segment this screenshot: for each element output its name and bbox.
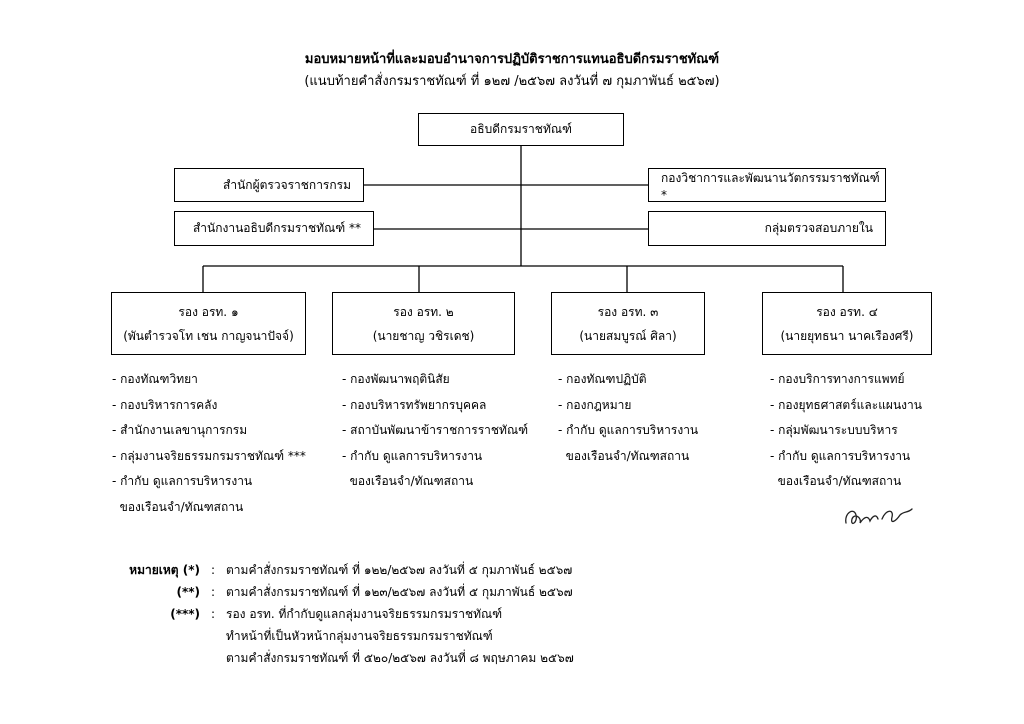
list-item: - กองทัณฑปฏิบัติ — [558, 372, 647, 386]
deputy-name: (นายสมบูรณ์ ศิลา) — [579, 328, 677, 343]
note-row-3: (***) : รอง อรท. ที่กำกับดูแลกลุ่มงานจริ… — [112, 603, 574, 625]
deputy-4-responsibilities: - กองบริการทางการแพทย์ - กองยุทธศาสตร์แล… — [770, 367, 922, 495]
director-general-box: อธิบดีกรมราชทัณฑ์ — [418, 113, 624, 146]
note-row-2: (**) : ตามคำสั่งกรมราชทัณฑ์ ที่ ๑๒๓/๒๕๖๗… — [112, 581, 574, 603]
note-text: ทำหน้าที่เป็นหัวหน้ากลุ่มงานจริยธรรมกรมร… — [226, 629, 493, 643]
page-subtitle: (แนบท้ายคำสั่งกรมราชทัณฑ์ ที่ ๑๒๗ /๒๕๖๗ … — [304, 74, 720, 89]
notes-section: หมายเหตุ (*) : ตามคำสั่งกรมราชทัณฑ์ ที่ … — [112, 559, 574, 669]
note-label: หมายเหตุ (*) — [129, 563, 200, 577]
note-row-3-cont: ทำหน้าที่เป็นหัวหน้ากลุ่มงานจริยธรรมกรมร… — [112, 625, 574, 647]
note-text: รอง อรท. ที่กำกับดูแลกลุ่มงานจริยธรรมกรม… — [226, 607, 503, 621]
list-item: ของเรือนจำ/ทัณฑสถาน — [770, 474, 902, 488]
deputy-box-4: รอง อรท. ๔ (นายยุทธนา นาคเรืองศรี) — [762, 292, 932, 355]
dg-office-label: สำนักงานอธิบดีกรมราชทัณฑ์ ** — [192, 221, 361, 235]
list-item: - กองบริหารทรัพยากรบุคคล — [342, 397, 487, 412]
deputy-2-responsibilities: - กองพัฒนาพฤตินิสัย - กองบริหารทรัพยากรบ… — [342, 367, 528, 495]
note-row-1: หมายเหตุ (*) : ตามคำสั่งกรมราชทัณฑ์ ที่ … — [112, 559, 574, 581]
internal-audit-box: กลุ่มตรวจสอบภายใน — [648, 211, 886, 246]
dg-office-box: สำนักงานอธิบดีกรมราชทัณฑ์ ** — [174, 211, 374, 246]
list-item: - กองบริหารการคลัง — [112, 397, 218, 412]
deputy-3-responsibilities: - กองทัณฑปฏิบัติ - กองกฎหมาย - กำกับ ดูแ… — [558, 367, 698, 469]
list-item: - กองบริการทางการแพทย์ — [770, 372, 905, 386]
note-colon: : — [210, 607, 216, 621]
academic-division-box: กองวิชาการและพัฒนานวัตกรรมราชทัณฑ์ * — [648, 168, 886, 202]
deputy-name: (พันตำรวจโท เชน กาญจนาปัจจ์) — [123, 328, 294, 343]
list-item: ของเรือนจำ/ทัณฑสถาน — [558, 448, 690, 463]
signature — [845, 508, 913, 525]
inspector-office-box: สำนักผู้ตรวจราชการกรม — [174, 168, 364, 202]
list-item: - กำกับ ดูแลการบริหารงาน — [770, 448, 911, 463]
note-row-3-cont: ตามคำสั่งกรมราชทัณฑ์ ที่ ๕๒๐/๒๕๖๗ ลงวันท… — [112, 647, 574, 669]
list-item: ของเรือนจำ/ทัณฑสถาน — [342, 474, 474, 488]
note-text: ตามคำสั่งกรมราชทัณฑ์ ที่ ๑๒๓/๒๕๖๗ ลงวันท… — [226, 585, 573, 599]
list-item: - กำกับ ดูแลการบริหารงาน — [558, 423, 699, 437]
deputy-1-responsibilities: - กองทัณฑวิทยา - กองบริหารการคลัง - สำนั… — [112, 367, 306, 520]
list-item: - กลุ่มงานจริยธรรมกรมราชทัณฑ์ *** — [112, 448, 306, 463]
deputy-title: รอง อรท. ๔ — [816, 304, 878, 319]
page-title: มอบหมายหน้าที่และมอบอำนาจการปฏิบัติราชกา… — [304, 52, 720, 67]
academic-division-label: กองวิชาการและพัฒนานวัตกรรมราชทัณฑ์ * — [661, 170, 880, 202]
note-colon: : — [210, 563, 216, 577]
list-item: - สำนักงานเลขานุการกรม — [112, 423, 248, 437]
list-item: - กองพัฒนาพฤตินิสัย — [342, 372, 450, 386]
deputy-title: รอง อรท. ๓ — [597, 304, 659, 319]
note-text: ตามคำสั่งกรมราชทัณฑ์ ที่ ๑๒๒/๒๕๖๗ ลงวันท… — [226, 563, 573, 577]
deputy-title: รอง อรท. ๑ — [178, 304, 239, 319]
inspector-office-label: สำนักผู้ตรวจราชการกรม — [223, 177, 351, 192]
deputy-box-3: รอง อรท. ๓ (นายสมบูรณ์ ศิลา) — [551, 292, 705, 355]
list-item: ของเรือนจำ/ทัณฑสถาน — [112, 499, 244, 514]
deputy-box-2: รอง อรท. ๒ (นายชาญ วชิรเดช) — [332, 292, 515, 355]
note-label: (***) — [170, 607, 200, 621]
list-item: - กองยุทธศาสตร์และแผนงาน — [770, 397, 922, 412]
internal-audit-label: กลุ่มตรวจสอบภายใน — [764, 221, 873, 235]
deputy-box-1: รอง อรท. ๑ (พันตำรวจโท เชน กาญจนาปัจจ์) — [111, 292, 306, 355]
director-general-label: อธิบดีกรมราชทัณฑ์ — [470, 122, 572, 136]
deputy-name: (นายชาญ วชิรเดช) — [372, 328, 475, 343]
note-label: (**) — [176, 585, 200, 599]
list-item: - กลุ่มพัฒนาระบบบริหาร — [770, 423, 898, 437]
list-item: - กองทัณฑวิทยา — [112, 372, 198, 386]
deputy-title: รอง อรท. ๒ — [393, 304, 454, 319]
note-colon: : — [210, 585, 216, 599]
note-text: ตามคำสั่งกรมราชทัณฑ์ ที่ ๕๒๐/๒๕๖๗ ลงวันท… — [226, 651, 574, 665]
list-item: - กำกับ ดูแลการบริหารงาน — [342, 448, 483, 463]
list-item: - กองกฎหมาย — [558, 397, 632, 412]
list-item: - สถาบันพัฒนาข้าราชการราชทัณฑ์ — [342, 423, 529, 437]
list-item: - กำกับ ดูแลการบริหารงาน — [112, 474, 253, 488]
deputy-name: (นายยุทธนา นาคเรืองศรี) — [780, 328, 914, 343]
